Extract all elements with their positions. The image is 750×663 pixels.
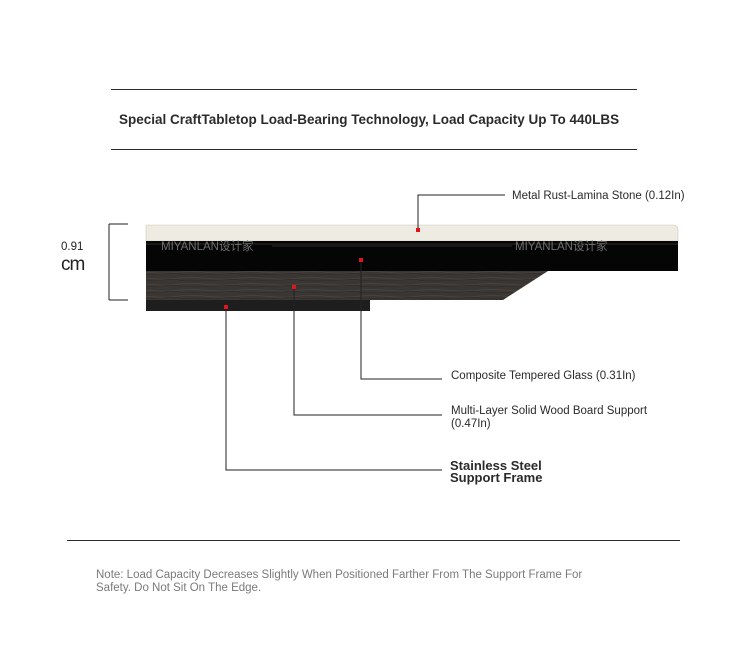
wood-marker — [292, 285, 296, 289]
wood-label-line2: (0.47In) — [451, 418, 491, 430]
frame-marker — [224, 305, 228, 309]
top-rule-upper — [111, 89, 637, 90]
wood-leader-line — [293, 287, 442, 416]
frame-label-line1: Stainless Steel — [450, 458, 542, 473]
stone-marker — [416, 228, 420, 232]
bottom-rule — [67, 540, 680, 541]
watermark-left: MIYANLAN设计家 — [161, 239, 254, 253]
thickness-unit: cm — [61, 254, 85, 275]
top-rule-lower — [111, 149, 637, 150]
thickness-bracket — [108, 223, 128, 301]
glass-label: Composite Tempered Glass (0.31In) — [451, 370, 636, 382]
safety-note: Note: Load Capacity Decreases Slightly W… — [96, 569, 583, 594]
stone-layer — [145, 224, 679, 242]
frame-layer — [146, 300, 370, 311]
headline: Special CraftTabletop Load-Bearing Techn… — [119, 112, 620, 127]
glass-marker — [359, 258, 363, 262]
stone-leader-line — [417, 194, 505, 230]
glass-leader-line — [360, 260, 442, 380]
stone-label: Metal Rust-Lamina Stone (0.12In) — [512, 190, 685, 202]
wood-layer — [146, 271, 548, 300]
frame-label-line2: Support Frame — [450, 470, 543, 485]
frame-leader-line — [225, 307, 442, 471]
wood-label-line1: Multi-Layer Solid Wood Board Support — [451, 405, 648, 417]
thickness-value: 0.91 — [61, 241, 84, 253]
watermark-right: MIYANLAN设计家 — [515, 239, 608, 253]
